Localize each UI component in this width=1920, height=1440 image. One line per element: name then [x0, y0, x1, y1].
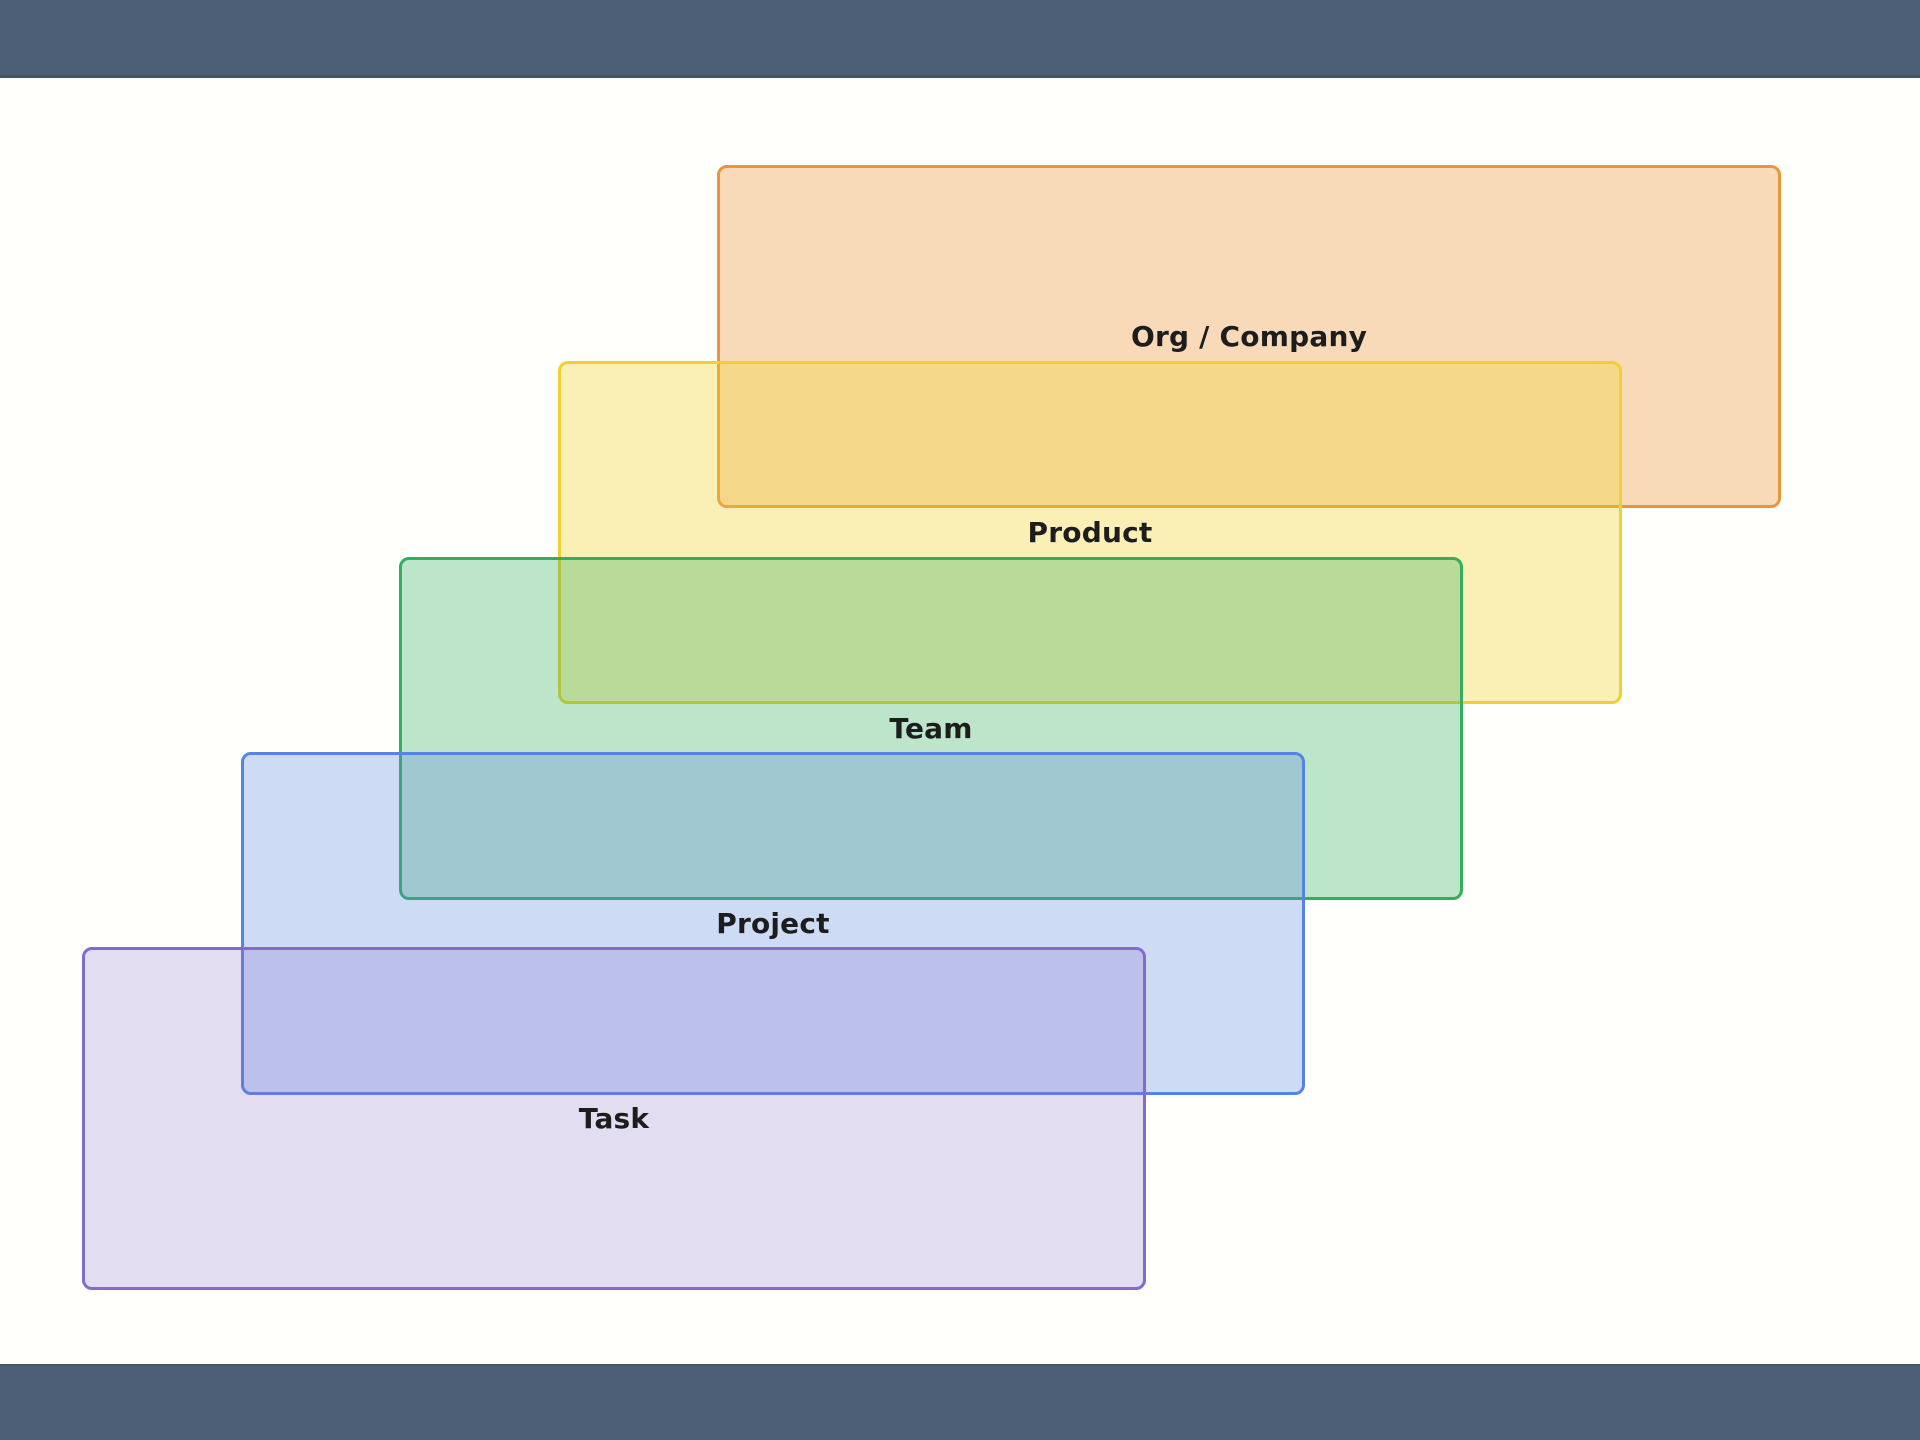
layer-label-team: Team [889, 712, 973, 745]
layer-label-org-company: Org / Company [1130, 320, 1368, 353]
layer-project: Project [241, 752, 1305, 1095]
layer-label-product: Product [1027, 516, 1153, 549]
top-letterbox-bar [0, 0, 1920, 78]
layer-label-project: Project [716, 907, 830, 940]
bottom-letterbox-bar [0, 1364, 1920, 1440]
layer-product: Product [558, 361, 1622, 704]
layer-org-company: Org / Company [717, 165, 1781, 508]
layer-task: Task [82, 947, 1146, 1290]
layer-team: Team [399, 557, 1463, 900]
layer-label-task: Task [578, 1102, 650, 1135]
